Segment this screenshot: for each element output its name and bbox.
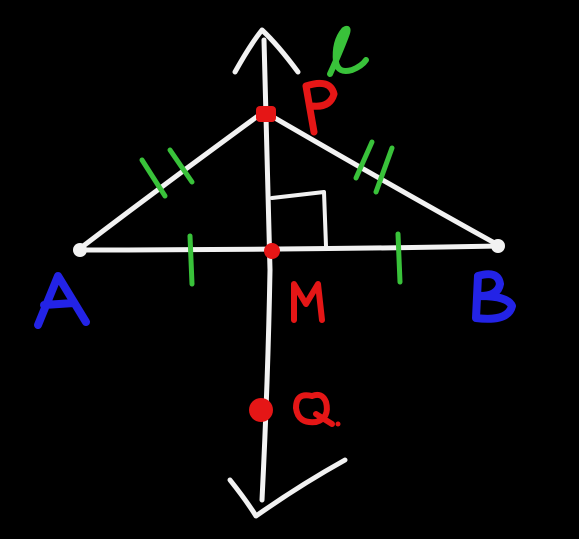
tick-mark-PB-2 [373, 145, 395, 195]
tick-mark-AP-1 [139, 157, 168, 199]
tick-mark-MB [395, 231, 403, 285]
label-Q-period [335, 421, 341, 427]
right-angle-icon [270, 190, 328, 248]
point-A-dot [73, 243, 87, 257]
segment-PB [265, 111, 503, 249]
up-arrow-icon [232, 27, 301, 75]
tick-mark-AP-2 [167, 147, 195, 185]
segment-AP [75, 110, 265, 253]
point-P-dot [256, 106, 276, 122]
label-B [472, 270, 516, 323]
down-arrow-icon [227, 457, 348, 519]
label-A [34, 272, 90, 329]
point-M-dot [264, 243, 280, 259]
tick-mark-AM [187, 233, 195, 287]
segment-AB [75, 243, 503, 253]
point-B-dot [491, 239, 505, 253]
perpendicular-line-l [259, 37, 273, 503]
tick-mark-PB-1 [353, 139, 375, 181]
point-Q-dot [249, 398, 273, 422]
label-l [327, 25, 369, 77]
label-M [291, 281, 325, 323]
label-P [302, 79, 338, 136]
label-Q [293, 391, 335, 427]
